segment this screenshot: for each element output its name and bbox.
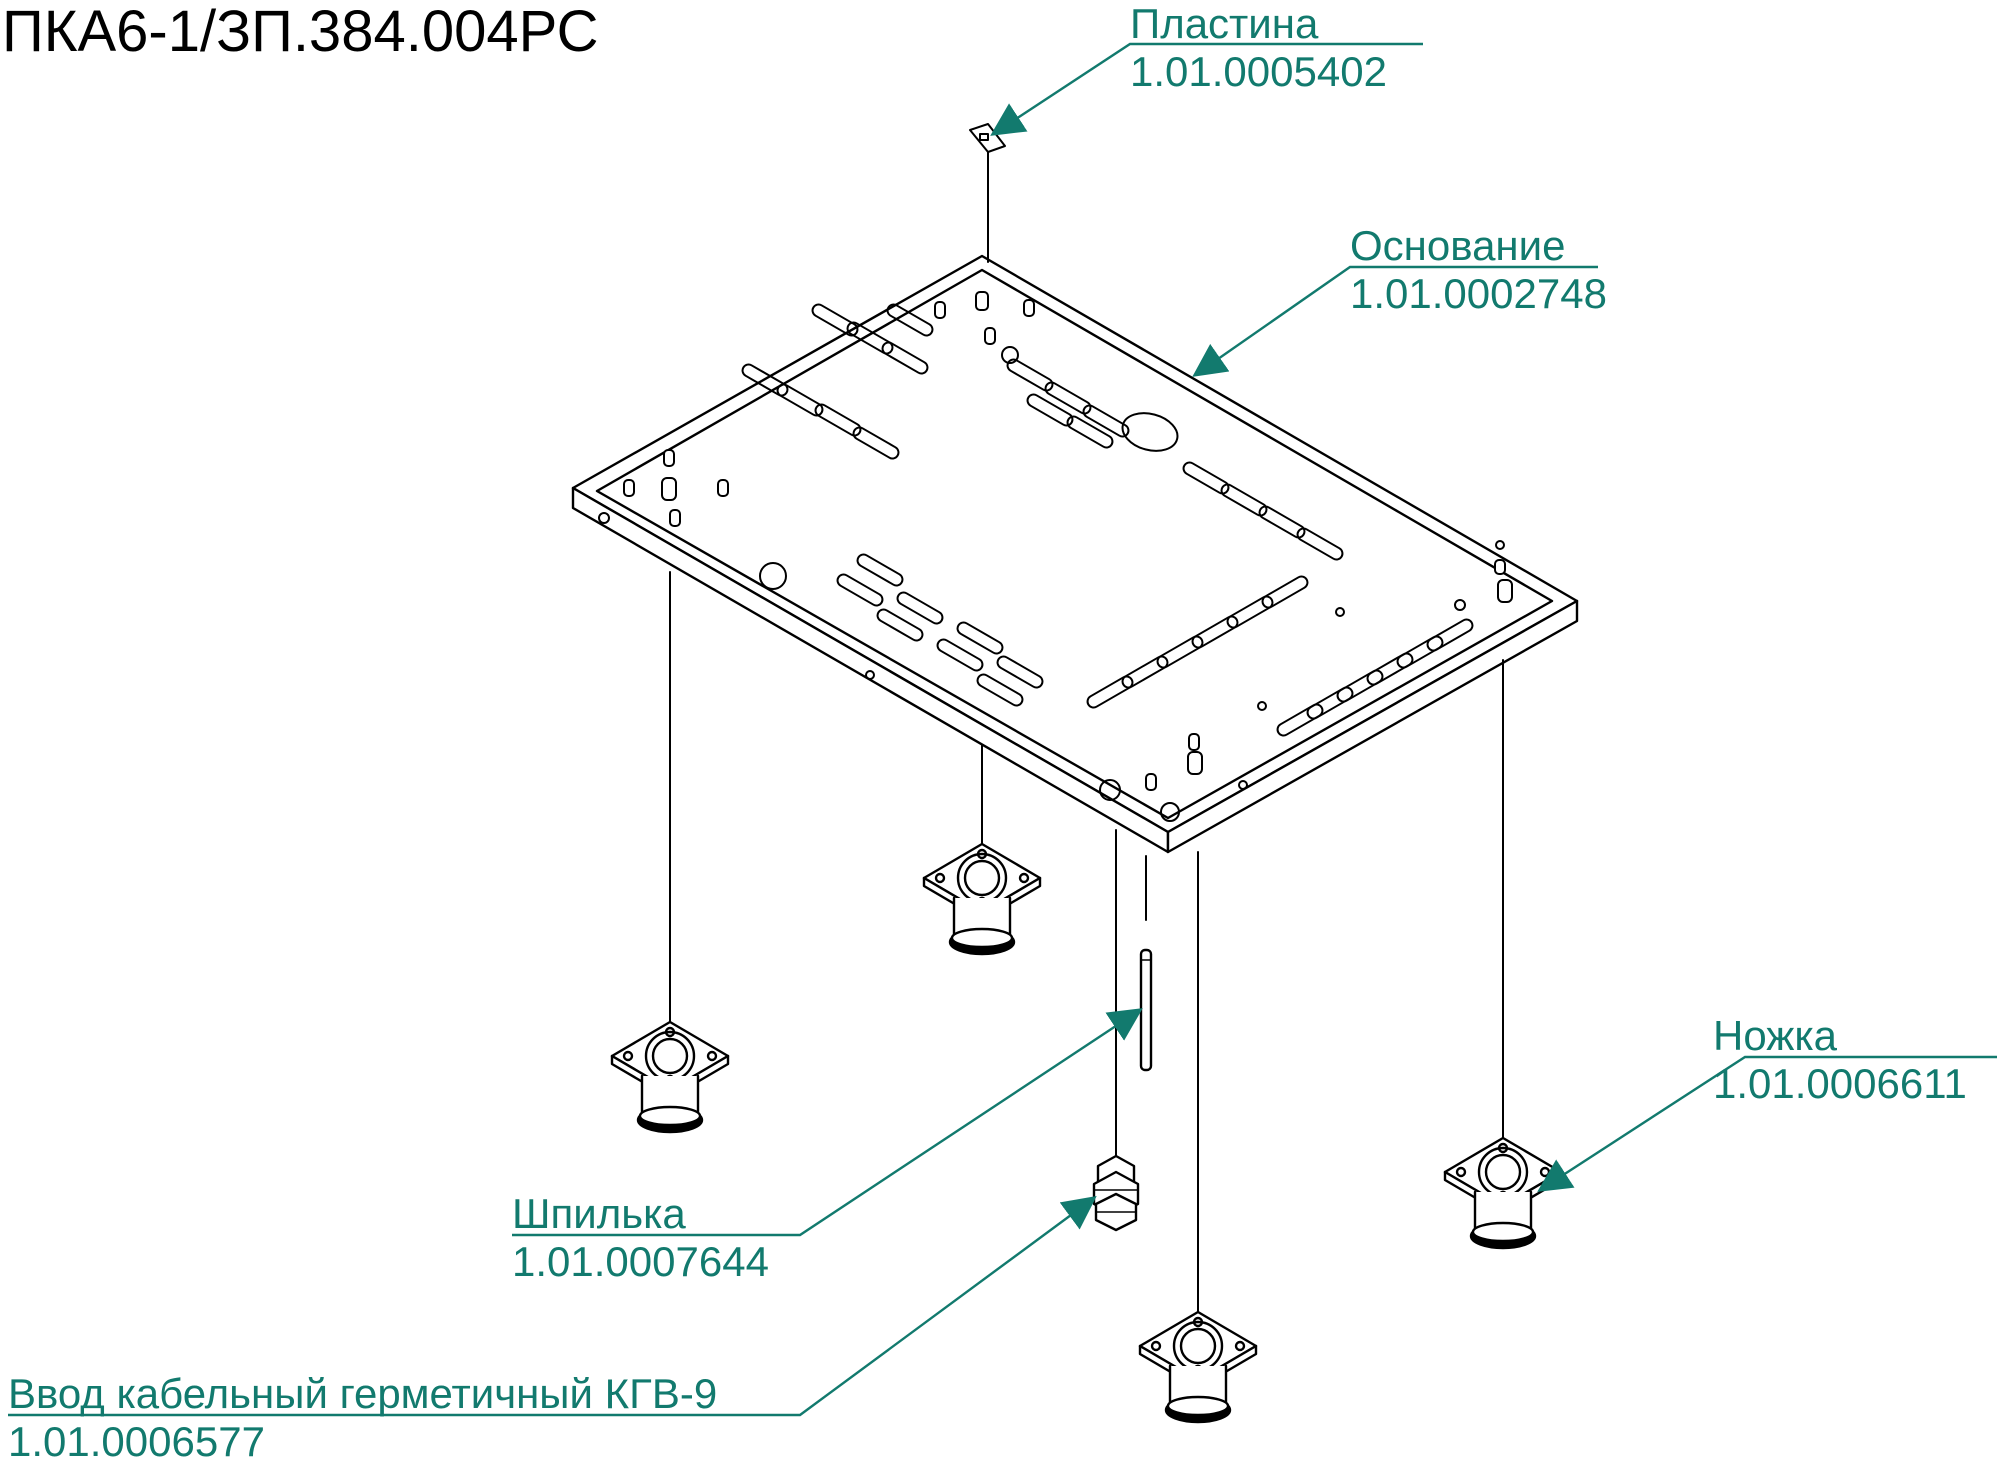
callout-base: Основание 1.01.0002748 (1350, 222, 1607, 318)
leader-base (1192, 265, 1598, 377)
callout-gland-code: 1.01.0006577 (8, 1418, 265, 1465)
base-wall-right (1166, 599, 1579, 854)
base-rim-outer (571, 254, 1579, 834)
leg-front-left (610, 1020, 730, 1134)
standoffs (623, 291, 1513, 791)
leg-front-right (1443, 1136, 1563, 1250)
callout-gland-name: Ввод кабельный герметичный КГВ-9 (8, 1370, 718, 1417)
callout-plate-name: Пластина (1130, 0, 1319, 47)
callout-gland: Ввод кабельный герметичный КГВ-9 1.01.00… (8, 1370, 717, 1466)
document-title: ПКА6-1/ЗП.384.004РС (2, 0, 599, 64)
callout-plate-code: 1.01.0005402 (1130, 48, 1387, 95)
base-rim-inner (595, 268, 1554, 820)
assembly-lines (669, 571, 1504, 1321)
base-wall-left (571, 486, 1170, 854)
callout-base-code: 1.01.0002748 (1350, 270, 1607, 317)
leader-gland (8, 1196, 1097, 1417)
callout-leg: Ножка 1.01.0006611 (1713, 1012, 1967, 1108)
base-tray (571, 254, 1579, 854)
callout-leg-name: Ножка (1713, 1012, 1837, 1059)
leg-rear-left (922, 842, 1042, 956)
base-holes (598, 346, 1505, 822)
callout-stud-name: Шпилька (512, 1190, 686, 1237)
leg-front-center (1138, 1310, 1258, 1424)
leader-stud (512, 1008, 1143, 1237)
vent-slots-lower-left (836, 553, 1044, 707)
stud-part (1139, 948, 1153, 1072)
callout-leg-code: 1.01.0006611 (1713, 1060, 1967, 1107)
callout-stud: Шпилька 1.01.0007644 (512, 1190, 769, 1286)
large-oval-cutout (1121, 412, 1179, 452)
callout-base-name: Основание (1350, 222, 1566, 269)
vent-slots-upper (741, 303, 1344, 561)
vent-slots-lower-right (1086, 575, 1474, 737)
callout-plate: Пластина 1.01.0005402 (1130, 0, 1387, 96)
plate-part (969, 123, 1006, 263)
cable-gland-part (1092, 1154, 1140, 1232)
leader-plate (990, 42, 1423, 136)
callout-stud-code: 1.01.0007644 (512, 1238, 769, 1285)
round-hole-left (759, 562, 787, 590)
leader-leg (1537, 1055, 1997, 1192)
